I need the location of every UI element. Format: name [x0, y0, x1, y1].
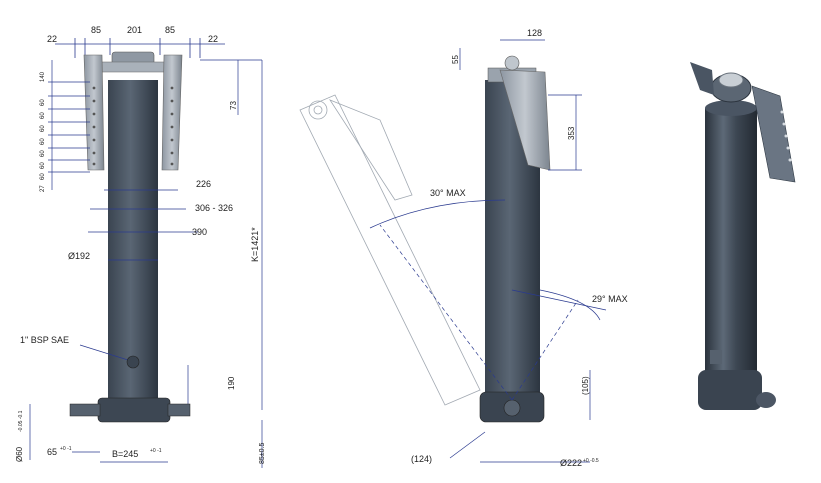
dim-55: 55 — [451, 55, 460, 64]
dim-27: 27 — [40, 185, 46, 192]
dim-124: (124) — [411, 454, 432, 464]
dim-60-c: 60 — [40, 125, 46, 132]
dim-diameter-60-tol: -0.05 -0.1 — [18, 410, 24, 432]
dim-22-left: 22 — [47, 34, 57, 44]
dim-b-tol: +0 -1 — [150, 448, 162, 454]
render-base-pin — [756, 392, 776, 408]
dim-60-a: 60 — [40, 99, 46, 106]
dim-diameter-222-tol: +0 -0.5 — [583, 458, 599, 464]
dim-k-length: K=1421* — [250, 227, 260, 262]
front-cylinder-body — [108, 80, 158, 410]
dim-201: 201 — [127, 25, 142, 35]
dim-190: 190 — [227, 376, 236, 390]
dim-85-bottom: 85±0.5 — [259, 443, 266, 464]
dim-226: 226 — [196, 179, 211, 189]
dim-60-g: 60 — [40, 173, 46, 180]
dim-b-245: B=245 — [112, 449, 138, 459]
dim-390: 390 — [192, 227, 207, 237]
dim-85-left: 85 — [91, 25, 101, 35]
render-bracket — [751, 85, 796, 183]
front-left-dim-lines — [48, 60, 90, 190]
dim-73: 73 — [229, 101, 238, 110]
dim-85-right: 85 — [165, 25, 175, 35]
front-width-dim-lines — [88, 189, 198, 261]
front-bracket-right — [161, 54, 183, 171]
front-pin-right — [167, 403, 191, 417]
front-bracket-holes — [92, 86, 174, 166]
front-right-dim-lines — [200, 59, 263, 410]
dim-60-e: 60 — [40, 150, 46, 157]
render-cylinder-top — [705, 100, 757, 116]
dim-140: 140 — [40, 71, 46, 82]
dim-353: 353 — [567, 126, 576, 140]
front-bottom-dim-lines — [29, 404, 263, 468]
front-bracket-left — [83, 54, 105, 171]
dim-60-f: 60 — [40, 162, 46, 169]
render-port — [710, 350, 722, 364]
side-top-eye — [504, 55, 520, 71]
port-leader-line — [79, 344, 129, 361]
front-pin-left — [69, 403, 101, 417]
dim-diameter-60: Ø60 — [15, 446, 24, 462]
angle-max-29: 29° MAX — [592, 294, 628, 304]
side-tilted-ghost — [299, 94, 481, 406]
port-fitting — [126, 355, 140, 369]
port-label: 1" BSP SAE — [20, 335, 69, 345]
dim-105: (105) — [581, 376, 590, 395]
side-view: 128 55 353 30° MAX 29° MAX (105) (124) Ø… — [299, 28, 628, 468]
dim-306-326: 306 - 326 — [195, 203, 233, 213]
front-base-block — [97, 397, 171, 423]
dim-65-tol: +0 -1 — [60, 446, 72, 452]
render-bracket-holes — [780, 110, 792, 162]
side-dim-lines — [369, 39, 607, 463]
dim-60-d: 60 — [40, 138, 46, 145]
front-view: 22 85 201 85 22 — [15, 25, 266, 468]
perspective-render — [690, 62, 796, 410]
dim-65: 65 — [47, 447, 57, 457]
angle-max-30: 30° MAX — [430, 188, 466, 198]
dim-22-right: 22 — [208, 34, 218, 44]
dim-diameter-222: Ø222 — [560, 458, 582, 468]
front-trunnion-bar — [93, 61, 173, 73]
front-top-dimensions — [55, 38, 225, 58]
render-trunnion-left — [690, 62, 714, 95]
dim-128: 128 — [527, 28, 542, 38]
dim-diameter-192: Ø192 — [68, 251, 90, 261]
dim-60-b: 60 — [40, 112, 46, 119]
render-base — [698, 370, 762, 410]
side-base-pin — [503, 399, 521, 417]
render-head-eye — [718, 72, 744, 88]
